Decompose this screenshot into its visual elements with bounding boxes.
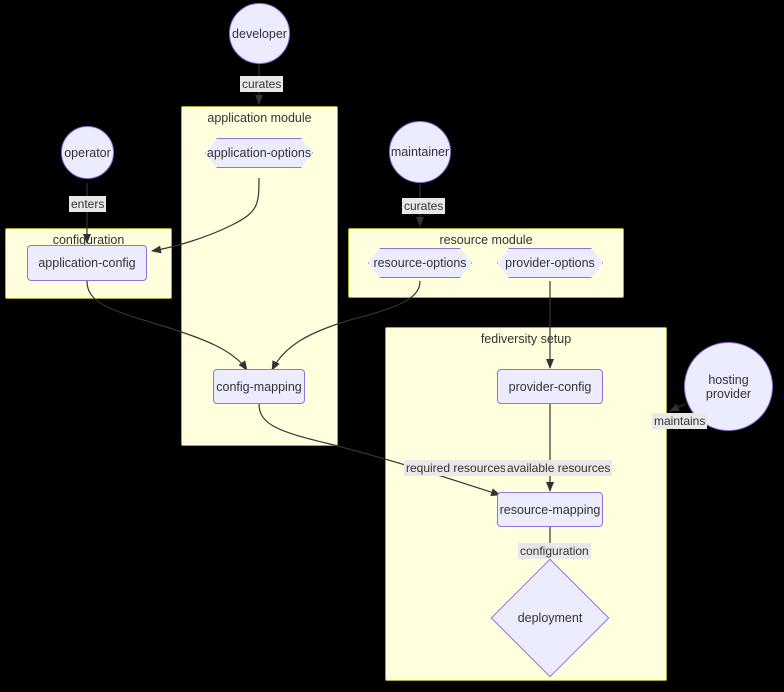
node-label-application-config: application-config bbox=[38, 256, 136, 270]
edge-label-configuration: configuration bbox=[518, 543, 591, 559]
edge-label-required-resources: required resources bbox=[404, 460, 509, 476]
node-label-resource-mapping: resource-mapping bbox=[499, 502, 601, 517]
node-label-application-options: application-options bbox=[206, 146, 312, 160]
edge-label-curates-maintainer: curates bbox=[402, 198, 446, 214]
node-application-options[interactable]: application-options bbox=[205, 138, 313, 168]
node-maintainer[interactable]: maintainer bbox=[389, 121, 451, 183]
cluster-label-fediversity-setup: fediversity setup bbox=[480, 332, 572, 346]
edge-label-enters: enters bbox=[69, 196, 107, 212]
node-label-config-mapping: config-mapping bbox=[216, 379, 302, 394]
node-label-provider-config: provider-config bbox=[508, 379, 592, 394]
edge-appoptions-appconfig bbox=[151, 177, 260, 254]
node-label-maintainer: maintainer bbox=[390, 145, 450, 159]
node-developer[interactable]: developer bbox=[229, 3, 290, 64]
node-label-hosting-provider: hosting provider bbox=[705, 372, 752, 401]
edge-configmapping-resourcemapping bbox=[258, 403, 501, 497]
node-provider-options[interactable]: provider-options bbox=[497, 248, 603, 278]
cluster-label-resource-module: resource module bbox=[439, 233, 533, 247]
edge-label-available-resources: available resources bbox=[505, 460, 613, 476]
edge-appconfig-configmapping bbox=[86, 280, 248, 371]
node-resource-mapping[interactable]: resource-mapping bbox=[497, 492, 603, 527]
node-label-resource-options: resource-options bbox=[373, 256, 467, 270]
node-label-operator: operator bbox=[64, 145, 111, 160]
node-operator[interactable]: operator bbox=[61, 126, 114, 179]
node-label-developer: developer bbox=[232, 26, 287, 41]
edge-resourceoptions-configmapping bbox=[271, 280, 421, 371]
node-provider-config[interactable]: provider-config bbox=[497, 369, 603, 404]
edge-label-curates-developer: curates bbox=[240, 76, 284, 92]
node-label-provider-options: provider-options bbox=[505, 256, 595, 270]
node-label-deployment: deployment bbox=[517, 611, 583, 625]
node-resource-options[interactable]: resource-options bbox=[368, 248, 472, 278]
node-config-mapping[interactable]: config-mapping bbox=[213, 369, 305, 404]
cluster-label-application-module: application module bbox=[207, 111, 312, 125]
edge-label-maintains: maintains bbox=[652, 413, 708, 429]
node-deployment[interactable]: deployment bbox=[490, 558, 610, 678]
node-application-config[interactable]: application-config bbox=[27, 245, 147, 281]
edge-hostingprovider-maintains bbox=[669, 403, 686, 412]
